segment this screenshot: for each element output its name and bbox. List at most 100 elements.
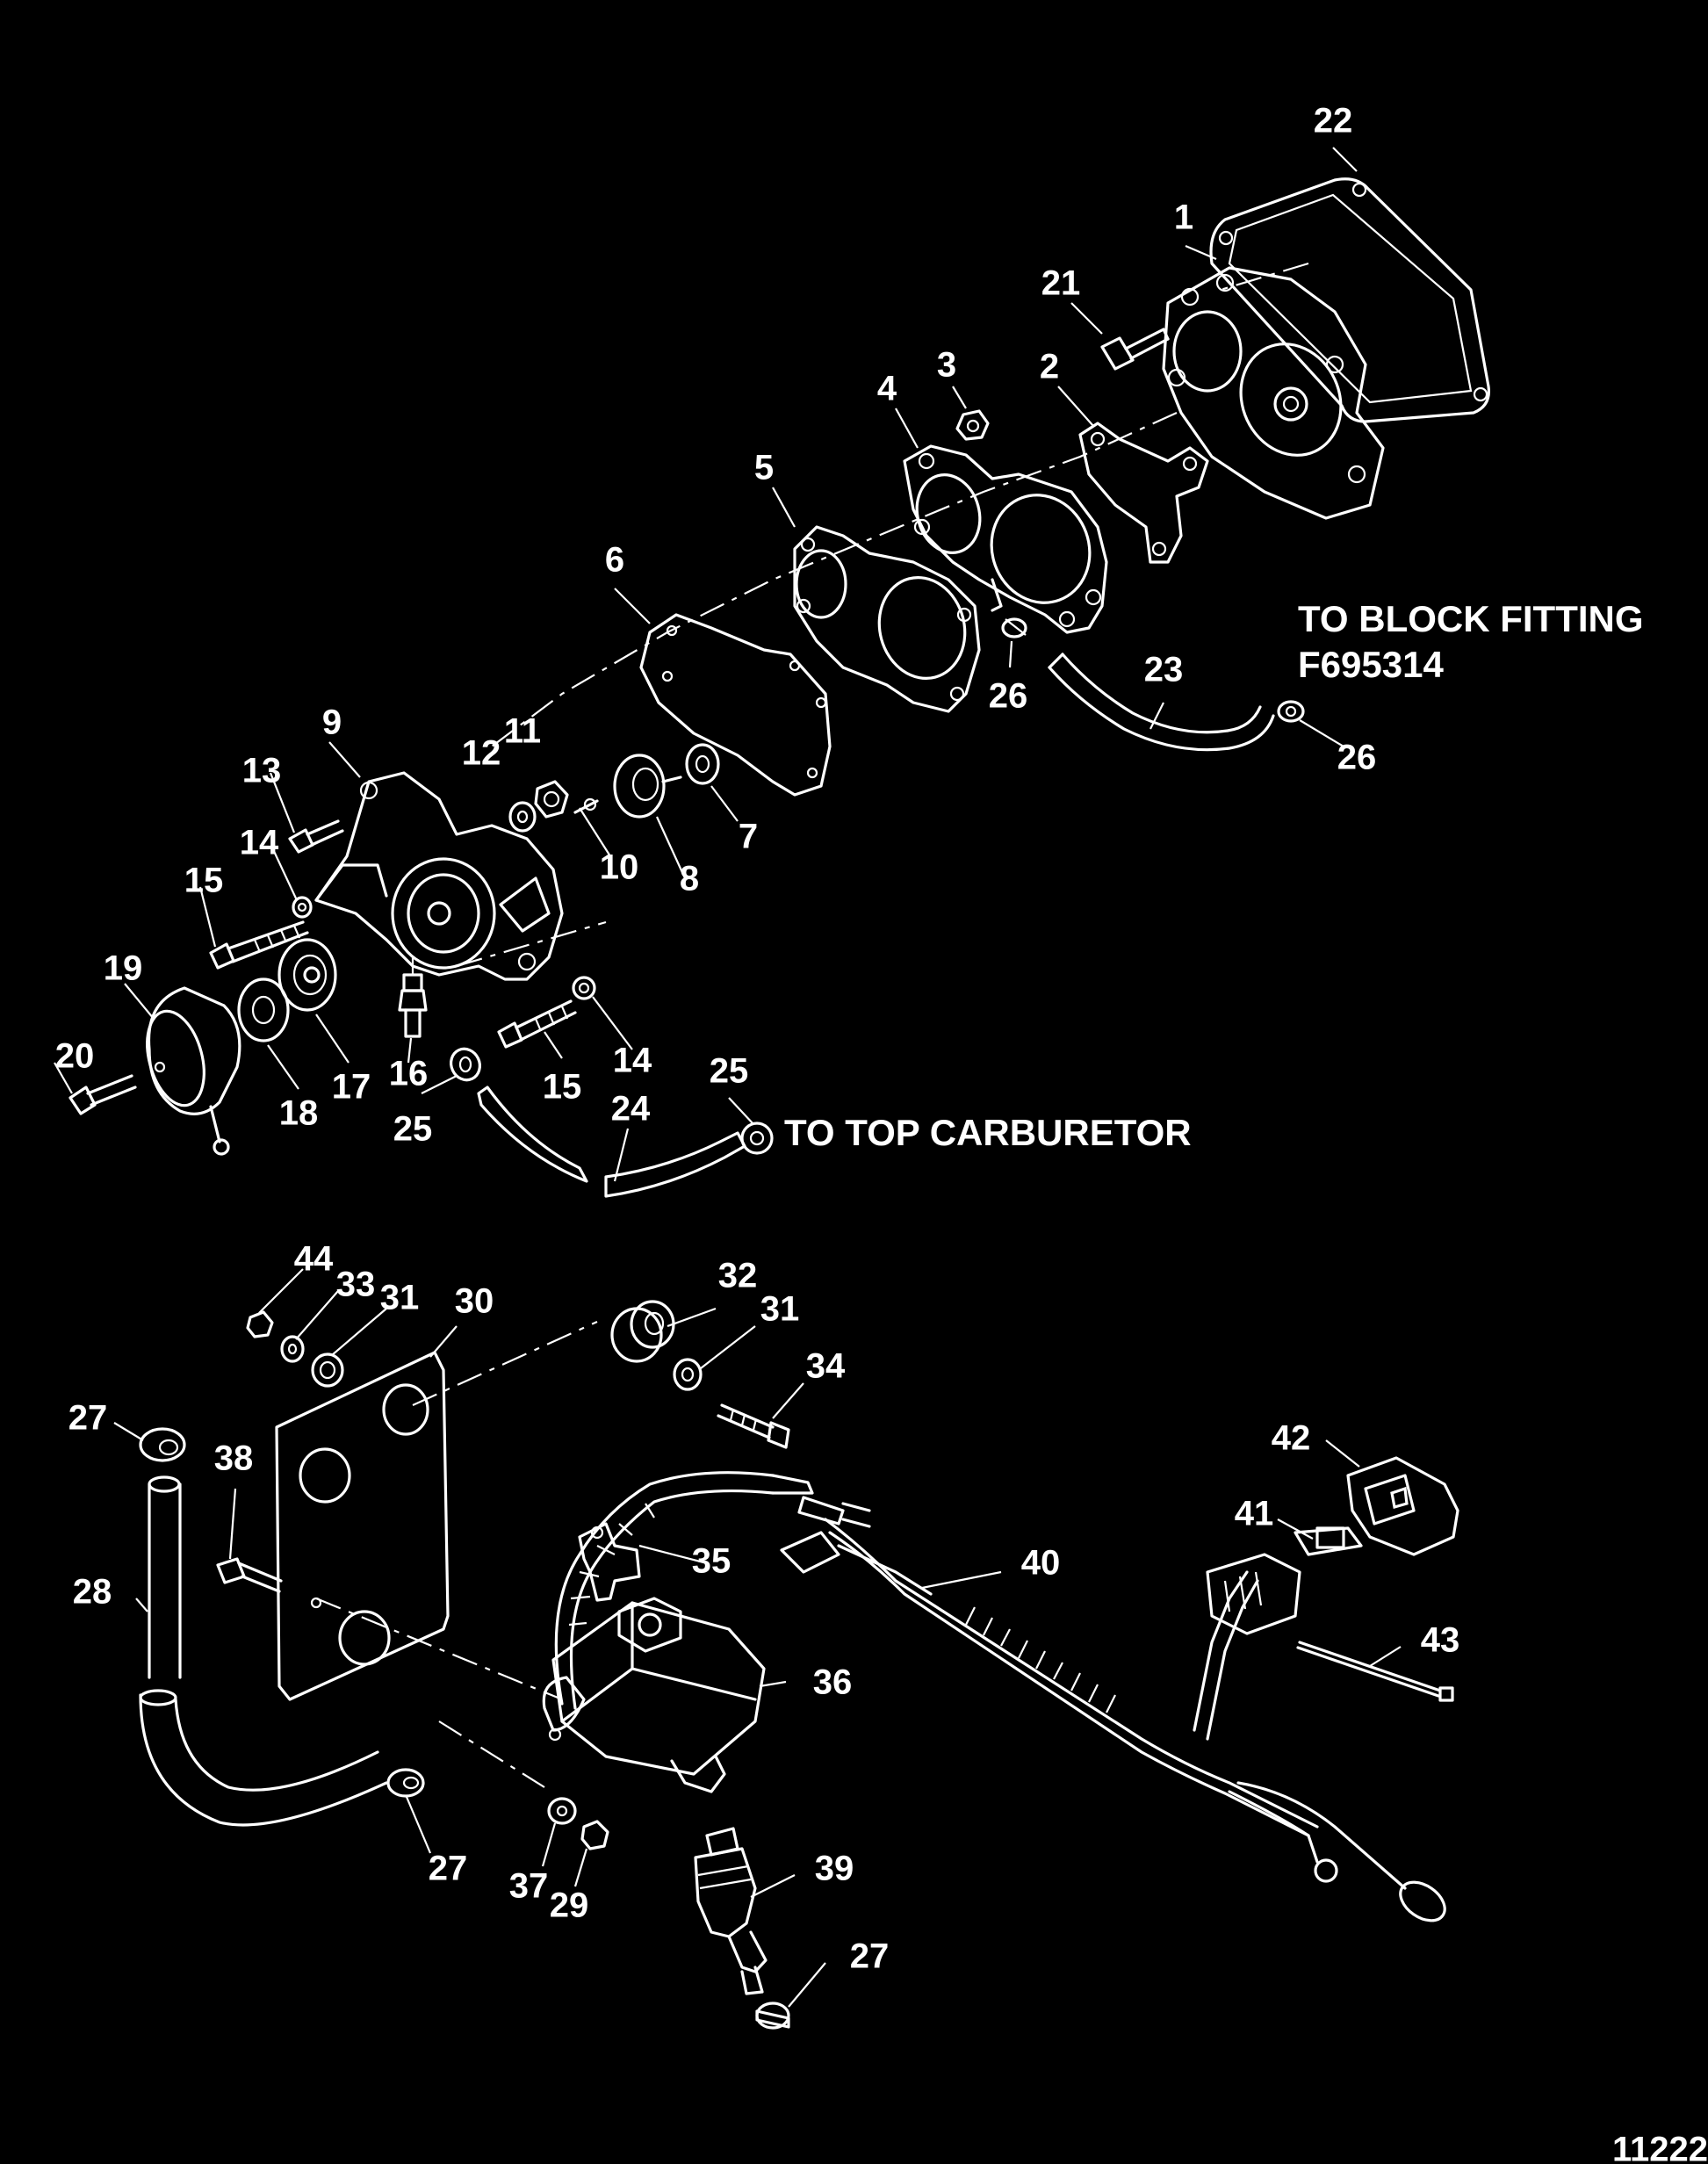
part-16-fitting — [398, 957, 428, 1038]
callout-9: 9 — [322, 703, 342, 742]
callout-16: 16 — [389, 1055, 429, 1093]
part-3-nut — [955, 409, 990, 441]
part-35-elbow-fitting — [578, 1522, 641, 1602]
part-33-washer — [280, 1335, 305, 1363]
part-29-nut — [580, 1820, 609, 1850]
note-top-carburetor: TO TOP CARBURETOR — [784, 1112, 1192, 1153]
callout-4: 4 — [877, 370, 897, 408]
part-19-cap — [146, 986, 241, 1156]
part-36-solenoid — [542, 1597, 766, 1793]
callout-7: 7 — [739, 818, 758, 856]
callout-22: 22 — [1314, 102, 1353, 141]
part-10-pin — [573, 797, 599, 814]
callout-40: 40 — [1021, 1544, 1061, 1583]
part-40-harness — [554, 1471, 1446, 1922]
callout-35: 35 — [692, 1542, 731, 1581]
callout-5: 5 — [754, 449, 774, 487]
callout-29: 29 — [550, 1886, 589, 1925]
part-43-cable-tie — [1296, 1641, 1454, 1702]
part-7-washer — [685, 743, 720, 785]
callout-31-left: 31 — [380, 1279, 420, 1317]
part-22-gasket — [1209, 177, 1490, 423]
callout-21: 21 — [1041, 264, 1081, 303]
part-4-pump-body — [903, 444, 1108, 634]
callout-20: 20 — [55, 1037, 95, 1076]
callout-6: 6 — [605, 541, 624, 580]
callout-17: 17 — [332, 1068, 371, 1107]
callout-25-right: 25 — [710, 1052, 749, 1091]
part-18-washer — [237, 977, 290, 1042]
part-23-hose — [1048, 653, 1275, 752]
note-block-fitting-line2: F695314 — [1298, 644, 1444, 685]
part-39-valve-fitting — [694, 1827, 768, 1995]
part-31-grommet-left — [311, 1352, 344, 1388]
callout-14-upper: 14 — [240, 824, 279, 862]
part-5-gasket — [793, 525, 981, 713]
callout-34: 34 — [806, 1347, 846, 1386]
part-38-screw — [216, 1557, 283, 1593]
part-1-pump-base — [1162, 266, 1385, 520]
callout-42: 42 — [1272, 1419, 1311, 1458]
part-9-pump-cover — [314, 771, 564, 981]
part-27-clamp-top — [139, 1427, 186, 1462]
callout-26-upper: 26 — [989, 677, 1028, 716]
callout-10: 10 — [600, 848, 639, 887]
callout-43: 43 — [1421, 1621, 1460, 1660]
part-20-screw — [68, 1074, 137, 1115]
part-12-washer — [508, 801, 537, 833]
callout-31-right: 31 — [760, 1290, 800, 1329]
callout-38: 38 — [214, 1439, 254, 1478]
callout-33: 33 — [336, 1266, 376, 1304]
note-block-fitting-line1: TO BLOCK FITTING — [1298, 598, 1644, 639]
part-42-connector-housing — [1346, 1456, 1459, 1556]
callout-32: 32 — [718, 1257, 758, 1295]
part-14-washer-upper — [292, 896, 313, 919]
callout-27-bottom: 27 — [850, 1937, 890, 1976]
callout-15-lower: 15 — [543, 1068, 582, 1107]
part-15-screw-lower — [497, 999, 577, 1049]
part-26-clamp-right — [1277, 700, 1305, 723]
callout-15-upper: 15 — [184, 862, 224, 900]
callout-27-mid: 27 — [429, 1850, 468, 1888]
callout-24: 24 — [611, 1090, 651, 1129]
callout-25-left: 25 — [393, 1110, 433, 1149]
part-27-clamp-bottom — [755, 2002, 790, 2030]
callout-30: 30 — [455, 1282, 494, 1321]
part-17-plate — [277, 938, 337, 1012]
part-14-washer-lower — [572, 976, 596, 1000]
callout-8: 8 — [680, 860, 699, 898]
part-25-clamp-left — [450, 1047, 481, 1082]
part-32-grommet — [610, 1300, 675, 1363]
part-34-bolt — [717, 1403, 790, 1449]
part-26-clamp-upper — [1001, 617, 1027, 638]
part-27-clamp-mid — [386, 1768, 425, 1798]
part-11-nut — [534, 780, 569, 819]
part-8-diaphragm — [613, 754, 682, 819]
callout-14-lower: 14 — [613, 1042, 652, 1080]
part-37-washer — [547, 1797, 577, 1825]
callout-13: 13 — [242, 752, 282, 790]
part-31-washer-right — [673, 1358, 703, 1391]
callout-3: 3 — [937, 346, 956, 385]
callout-44: 44 — [294, 1240, 334, 1279]
callout-26-right: 26 — [1337, 739, 1377, 777]
callout-18: 18 — [279, 1094, 319, 1133]
part-41-connector — [1206, 1526, 1363, 1635]
callout-23: 23 — [1144, 651, 1184, 689]
part-6-gasket — [639, 613, 832, 797]
callout-2: 2 — [1040, 348, 1059, 386]
callout-36: 36 — [813, 1663, 853, 1702]
callout-12: 12 — [462, 734, 501, 773]
callout-11: 11 — [504, 712, 541, 751]
part-30-mounting-plate — [275, 1351, 450, 1701]
part-28-hose — [139, 1475, 388, 1827]
callout-27-top: 27 — [68, 1399, 108, 1438]
part-13-screw — [288, 819, 344, 854]
callout-39: 39 — [815, 1850, 854, 1888]
part-21-screw — [1100, 328, 1170, 371]
part-2-diaphragm-plate — [1078, 422, 1209, 564]
figure-number: 11222 — [1612, 2131, 1708, 2164]
part-25-clamp-right — [740, 1122, 774, 1155]
callout-19: 19 — [104, 949, 143, 988]
